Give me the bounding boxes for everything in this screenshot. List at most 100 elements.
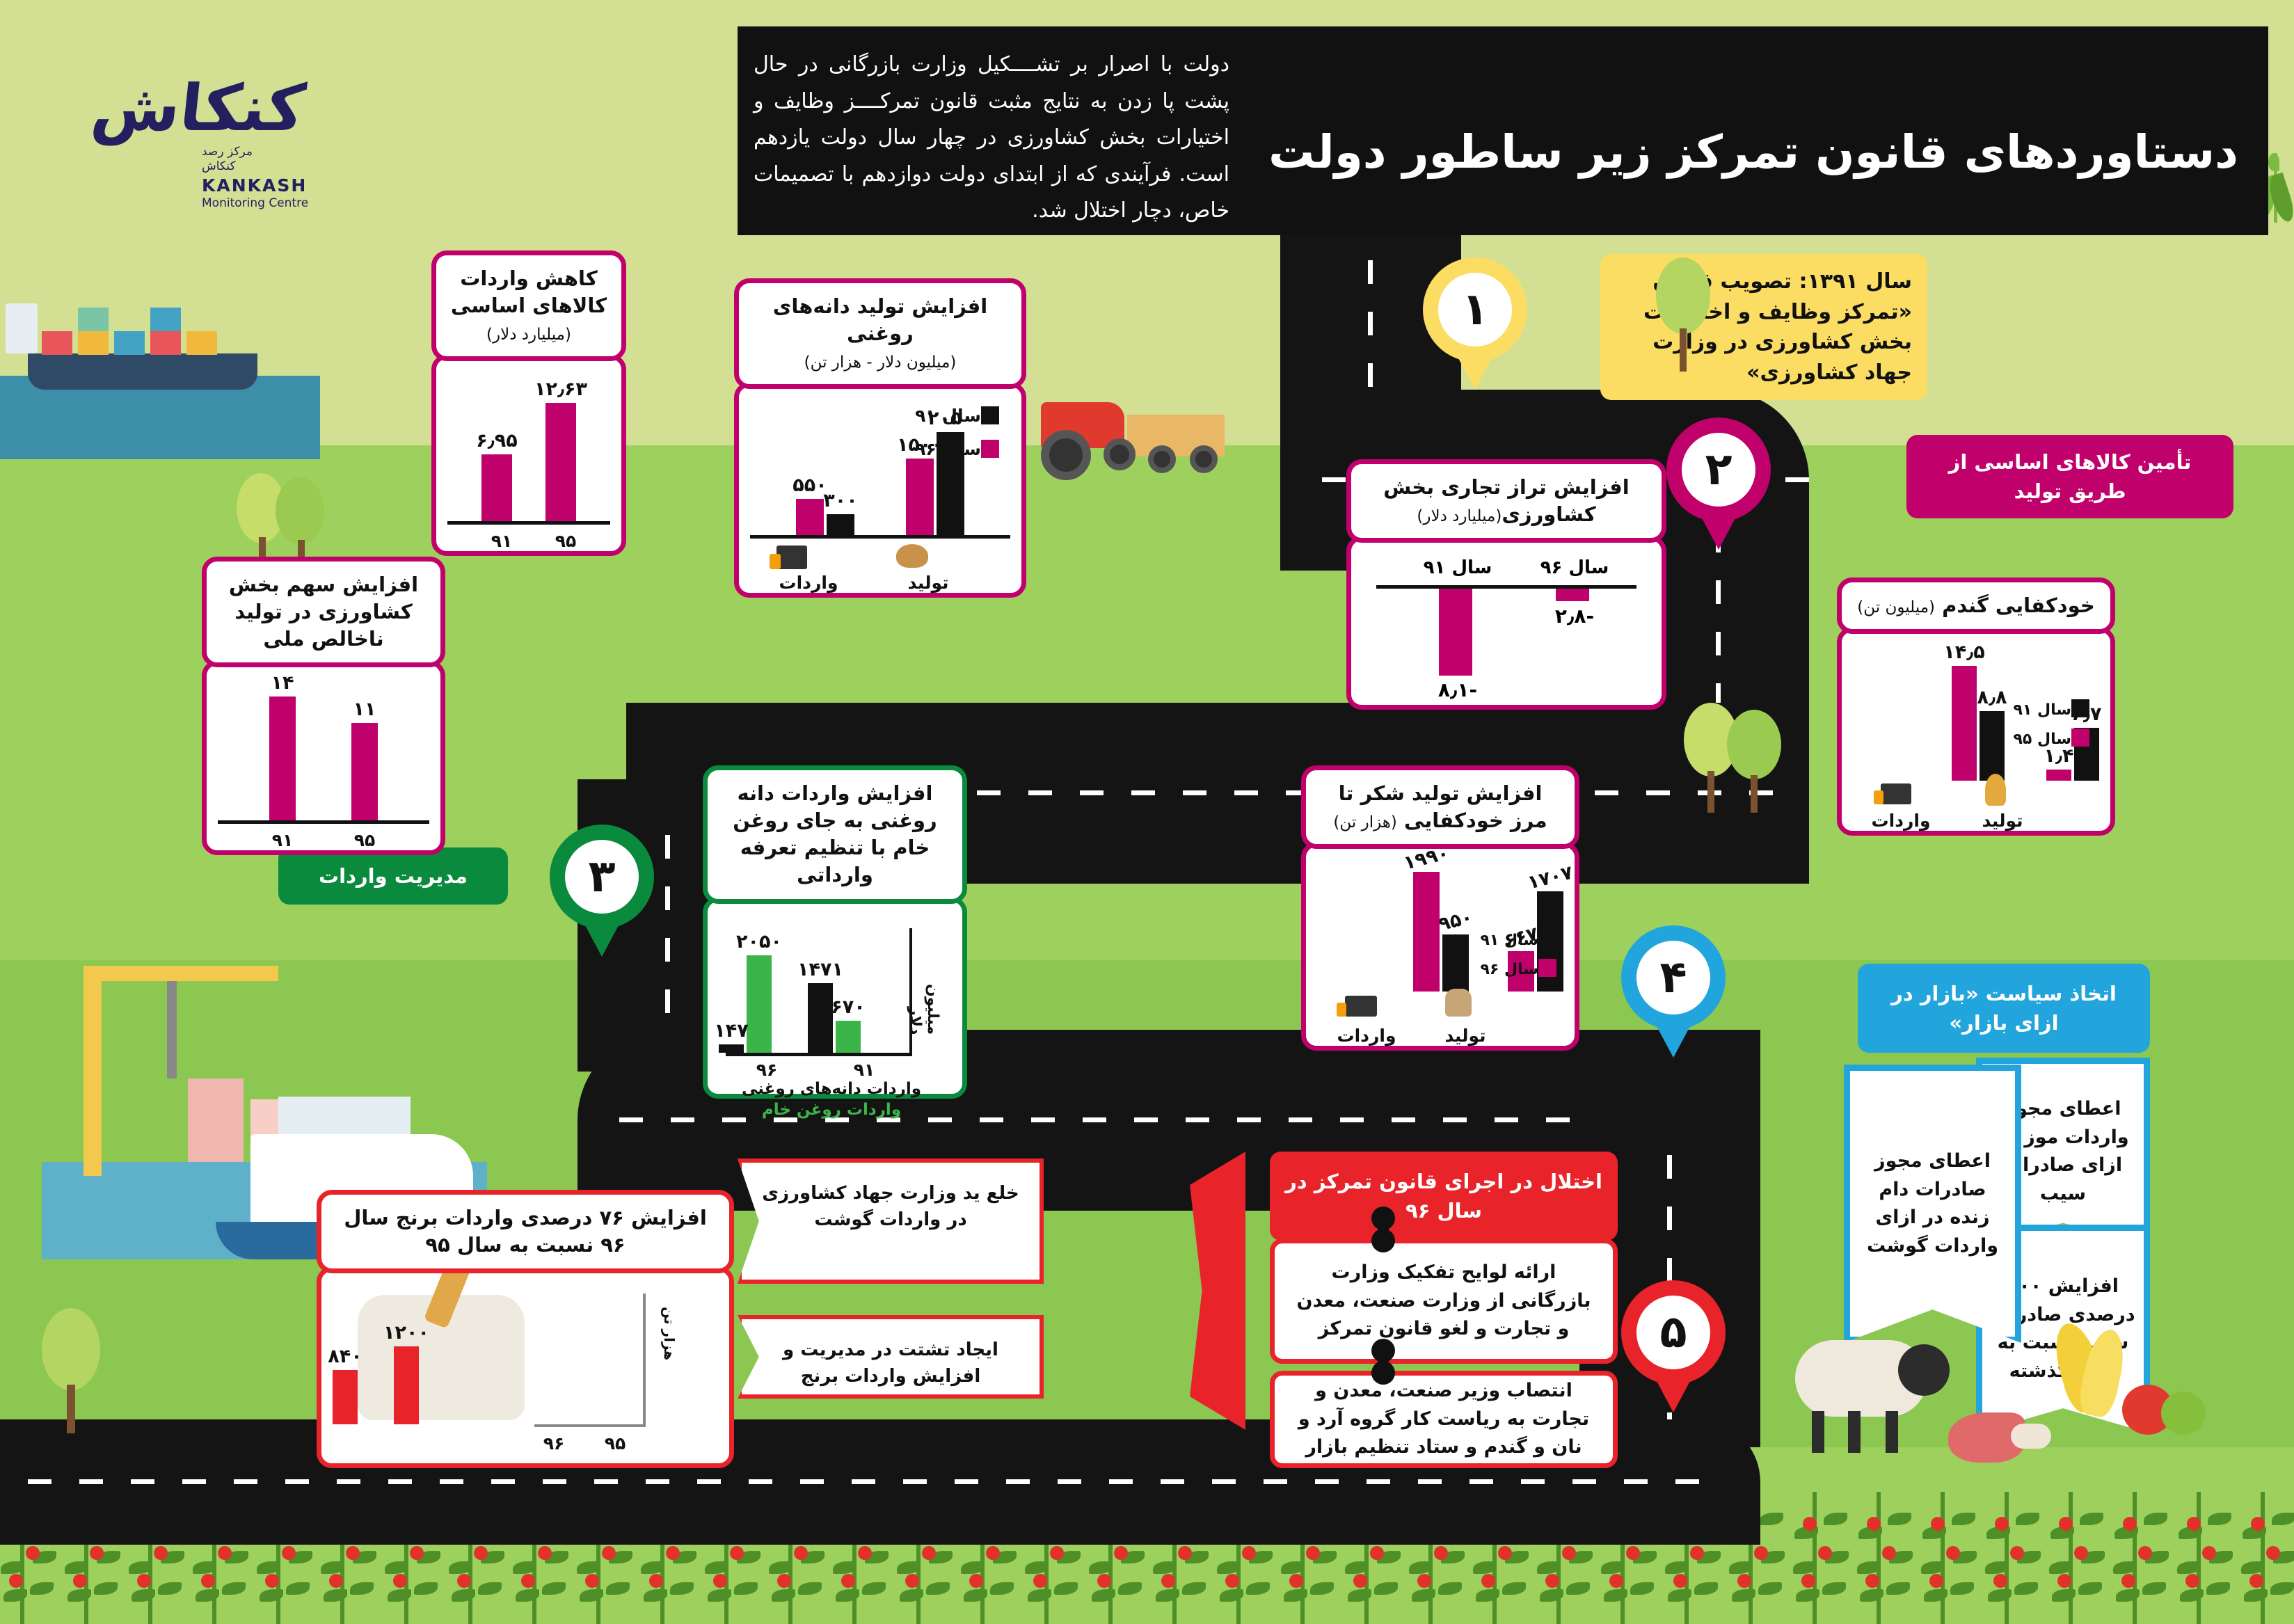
chart-legend: سال ۹۱ سال ۹۶ bbox=[1480, 926, 1563, 985]
tomato-plant-icon bbox=[2038, 1485, 2105, 1624]
bar-value-96: -۲٫۸ bbox=[1554, 605, 1595, 628]
pin-label-5: ۵ bbox=[1659, 1307, 1687, 1358]
bar-chart: ۱۱ ۱۴ ۹۱ ۹۵ bbox=[218, 672, 429, 851]
intro-paragraph: دولت با اصرار بر تشــــکیل وزارت بازرگان… bbox=[754, 52, 1229, 223]
bar-value: ۱۴ bbox=[271, 672, 294, 694]
bars-container: ۶۷۰ ۱۴۷۱ ۲۰۵۰ ۱۴۷ bbox=[714, 931, 951, 1053]
red-flag-rice-imports: ایجاد تشتت در مدیریت و افزایش واردات برن… bbox=[738, 1315, 1044, 1399]
bar-value: ۱۷۰۷ bbox=[1525, 861, 1575, 894]
bar-value: ۱۲۰۰ bbox=[383, 1322, 429, 1344]
bar-group-91: ۲۰۵۰ ۱۴۷ bbox=[714, 931, 782, 1053]
bar-chart: ۱۷۰۷ ۶۶۷ ۹۵۰ ۱۹۹۰ سال ۹۱ سال ۹۶ واردات bbox=[1317, 843, 1575, 1046]
chart-card-agri-trade-balance: افزایش تراز تجاری بخش کشاورزی(میلیارد دل… bbox=[1346, 459, 1666, 710]
road-dash-6 bbox=[619, 1117, 1733, 1122]
callout-step-4: اتخاذ سیاست «بازار در ازای بازار» bbox=[1858, 964, 2150, 1053]
legend-swatch bbox=[2071, 699, 2089, 718]
chart-legend: سال ۹۱ سال ۹۵ bbox=[2013, 696, 2096, 754]
chart-card-oilseed-production: افزایش تولید دانه‌های روغنی (میلیون دلار… bbox=[734, 278, 1026, 598]
road-dash-4 bbox=[668, 790, 1781, 795]
connector-line-2 bbox=[1371, 1339, 1395, 1385]
bar-value: ۳۰۰ bbox=[823, 490, 858, 512]
chart-title: افزایش تولید شکر تا مرز خودکفایی (هزار ت… bbox=[1301, 765, 1579, 850]
step-pin-3[interactable]: ۳ bbox=[550, 825, 654, 957]
truck-icon bbox=[1345, 996, 1377, 1017]
legend-swatch bbox=[981, 439, 999, 458]
x-tick-1: ۹۵ bbox=[353, 830, 376, 851]
x-tick-0: ۹۱ bbox=[491, 531, 513, 552]
truck-icon bbox=[776, 546, 807, 570]
bar-1: ۶٫۹۵ bbox=[476, 430, 518, 522]
chart-legend: سال ۹۱ سال ۹۶ bbox=[915, 399, 1006, 465]
chart-title: افزایش تولید دانه‌های روغنی (میلیون دلار… bbox=[734, 278, 1026, 390]
x-tick-91: سال ۹۱ bbox=[1423, 557, 1492, 579]
bar-91-production: ۹۵۰ bbox=[1436, 907, 1475, 992]
tree-illustration-2 bbox=[1656, 257, 1767, 397]
bar-91-production: ۳۰۰ bbox=[823, 490, 858, 536]
sprout-stalk bbox=[2268, 153, 2279, 223]
blue-box-livestock-meat: اعطای مجوز صادرات دام زنده در ازای واردا… bbox=[1844, 1065, 2021, 1343]
logo-en-name: KANKASH bbox=[202, 175, 308, 196]
page-title: دستاوردهای قانون تمرکز زیر ساطور دولت bbox=[1268, 125, 2239, 179]
sugar-sack-icon bbox=[1445, 989, 1472, 1017]
chart-body: ۱۲٫۶۳ ۶٫۹۵ ۹۱ ۹۵ bbox=[431, 354, 626, 557]
pin-circle bbox=[1621, 925, 1726, 1030]
bar-chart: ۶٫۷ ۱٫۴ ۸٫۸ ۱۴٫۵ سال ۹۱ سال ۹۵ واردات bbox=[1853, 642, 2101, 831]
sheep-illustration bbox=[1781, 1322, 1976, 1461]
fruit-illustration bbox=[2046, 1318, 2227, 1461]
bar-seed-96: ۱۴۷۱ bbox=[797, 959, 843, 1053]
bar-value: ۹۵۰ bbox=[1436, 906, 1475, 936]
bar-value-91: -۸٫۱ bbox=[1437, 678, 1478, 702]
bar-value: ۲۰۵۰ bbox=[927, 408, 973, 430]
chart-body: ۶٫۷ ۱٫۴ ۸٫۸ ۱۴٫۵ سال ۹۱ سال ۹۵ واردات bbox=[1837, 627, 2115, 836]
bar-96-imports: ۶۶۷ bbox=[1502, 923, 1540, 992]
step-pin-5[interactable]: ۵ bbox=[1621, 1280, 1726, 1412]
chart-body: ۲۰۵۰ ۱۵۰۰ ۳۰۰ ۵۵۰ سال ۹۱ سال ۹۶ واردات bbox=[734, 382, 1026, 598]
chart-card-wheat-self-sufficiency: خودکفایی گندم (میلیون تن) ۶٫۷ ۱٫۴ ۸٫۸ ۱۴… bbox=[1837, 578, 2115, 836]
bar-value: ۱۲٫۶۳ bbox=[534, 379, 588, 401]
x-tick-production: تولید bbox=[907, 573, 949, 594]
x-axis bbox=[534, 1424, 646, 1428]
road-dash-8 bbox=[28, 1479, 1712, 1484]
legend-item-1: سال ۹۶ bbox=[915, 433, 1006, 466]
bar-chart: هزار تن ۱۲۰۰ ۸۴۰ ۹۵ ۹۶ bbox=[328, 1248, 718, 1463]
bar-96-negative bbox=[1556, 589, 1589, 602]
logo-en-sub: Monitoring Centre bbox=[202, 196, 309, 210]
bar-value: ۸۴۰ bbox=[328, 1346, 363, 1368]
bar-group-production: ۸٫۸ ۱۴٫۵ bbox=[1943, 642, 2007, 781]
bar-0: ۱۱ bbox=[351, 699, 378, 821]
red-box-minister-appointment: انتصاب وزیر صنعت، معدن و تجارت به ریاست … bbox=[1270, 1371, 1618, 1468]
y-axis bbox=[643, 1293, 646, 1428]
step-pin-1[interactable]: ۱ bbox=[1423, 257, 1527, 390]
legend-swatch bbox=[2071, 728, 2089, 747]
step-pin-2[interactable]: ۲ bbox=[1666, 417, 1771, 550]
bar-value: ۱۴۷ bbox=[714, 1019, 749, 1042]
bar-value: ۲۰۵۰ bbox=[736, 930, 782, 953]
legend-item-0: سال ۹۱ bbox=[1480, 926, 1563, 955]
connector-line-1 bbox=[1371, 1207, 1395, 1252]
chart-body: میلیون دلار ۶۷۰ ۱۴۷۱ ۲۰۵۰ ۱۴۷ ۹۱ bbox=[703, 896, 967, 1119]
truck-cab-icon bbox=[770, 554, 781, 570]
x-axis bbox=[218, 820, 429, 825]
cargo-ship-illustration bbox=[0, 292, 320, 459]
pin-label-4: ۴ bbox=[1659, 952, 1687, 1003]
x-tick-production: تولید bbox=[1982, 811, 2023, 831]
step-pin-4[interactable]: ۴ bbox=[1621, 925, 1726, 1058]
tree-illustration-4 bbox=[42, 1308, 167, 1454]
callout-step-5: اختلال در اجرای قانون تمرکز در سال ۹۶ bbox=[1270, 1152, 1618, 1241]
bar-0: ۱۲٫۶۳ bbox=[534, 379, 587, 522]
bar-value: ۱۴۷۱ bbox=[797, 958, 843, 980]
x-tick-imports: واردات bbox=[779, 573, 838, 594]
bar-91-imports: ۲۰۵۰ bbox=[927, 408, 973, 536]
bar-value: ۸٫۸ bbox=[1977, 687, 2007, 709]
legend-swatch bbox=[981, 406, 999, 425]
legend-swatch bbox=[1538, 930, 1556, 948]
truck-icon bbox=[1881, 783, 1911, 805]
logo-fa-line1: مرکز رصد bbox=[202, 145, 253, 159]
bar-value: ۱۵۰۰ bbox=[897, 434, 943, 456]
bar-95: ۸۴۰ bbox=[328, 1346, 363, 1425]
meat-illustration bbox=[1941, 1399, 2066, 1482]
series-label-seed: واردات دانه‌های روغنی bbox=[741, 1079, 922, 1098]
bar-value: ۱۱ bbox=[353, 699, 376, 721]
callout-step-2: تأمین کالاهای اساسی از طریق تولید bbox=[1906, 435, 2233, 519]
x-tick-production: تولید bbox=[1444, 1026, 1486, 1046]
